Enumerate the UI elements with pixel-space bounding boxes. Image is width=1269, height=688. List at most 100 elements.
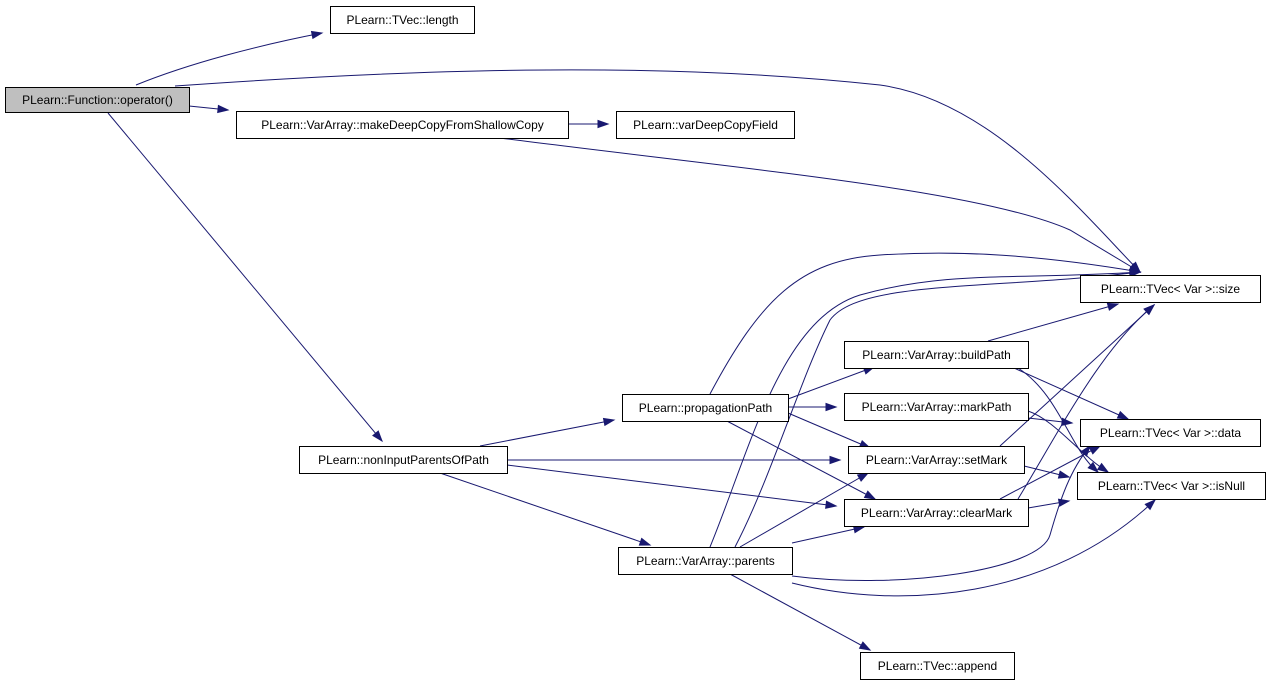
node-box	[622, 394, 789, 422]
node-label: PLearn::VarArray::setMark	[866, 453, 1008, 467]
node-label: PLearn::nonInputParentsOfPath	[318, 453, 489, 467]
node-label: PLearn::TVec< Var >::isNull	[1098, 479, 1245, 493]
node-box	[848, 446, 1025, 474]
edge-nipop-to-smark	[507, 455, 842, 465]
edge-line	[499, 137, 1141, 273]
edge-fn_op-to-nipop	[107, 112, 383, 443]
arrowhead-icon	[825, 402, 838, 412]
node-box	[618, 547, 793, 575]
edge-line	[987, 303, 1119, 342]
edge-line	[787, 412, 871, 449]
node-cmark[interactable]: PLearn::VarArray::clearMark	[844, 499, 1029, 527]
call-graph-nodes: PLearn::Function::operator()PLearn::TVec…	[5, 6, 1266, 680]
edge-bpath-to-size	[987, 302, 1120, 342]
edge-nipop-to-ppath	[479, 417, 616, 447]
edge-line	[107, 112, 383, 442]
node-mpath[interactable]: PLearn::VarArray::markPath	[844, 393, 1029, 421]
edge-line	[734, 271, 1141, 548]
edge-bpath-to-data	[1013, 367, 1130, 420]
edge-line	[1013, 367, 1129, 420]
arrowhead-icon	[310, 30, 324, 40]
node-ppath[interactable]: PLearn::propagationPath	[622, 394, 789, 422]
node-parents[interactable]: PLearn::VarArray::parents	[618, 547, 793, 575]
arrowhead-icon	[1116, 410, 1130, 420]
node-label: PLearn::TVec::length	[346, 13, 458, 27]
edge-parents-to-smark	[739, 472, 870, 548]
edge-line	[1027, 410, 1109, 473]
arrowhead-icon	[1144, 498, 1157, 511]
node-box	[616, 111, 795, 139]
node-label: PLearn::propagationPath	[639, 401, 772, 415]
node-box	[860, 652, 1015, 680]
node-bpath[interactable]: PLearn::VarArray::buildPath	[844, 341, 1029, 369]
node-box	[1077, 472, 1266, 500]
edge-line	[729, 573, 871, 651]
node-box	[330, 6, 475, 34]
arrowhead-icon	[1129, 269, 1142, 278]
node-tvec_len[interactable]: PLearn::TVec::length	[330, 6, 475, 34]
node-isnull[interactable]: PLearn::TVec< Var >::isNull	[1077, 472, 1266, 500]
edge-nipop-to-cmark	[506, 464, 838, 509]
node-smark[interactable]: PLearn::VarArray::setMark	[848, 446, 1025, 474]
edge-parents-to-cmark	[791, 525, 866, 544]
node-box	[844, 341, 1029, 369]
edge-line	[739, 472, 869, 548]
edge-line	[135, 32, 323, 86]
edge-line	[1017, 304, 1155, 500]
node-box	[299, 446, 508, 474]
arrowhead-icon	[372, 430, 383, 443]
edge-nipop-to-parents	[439, 472, 652, 546]
edge-cmark-to-isnull	[1027, 498, 1071, 509]
arrowhead-icon	[1057, 470, 1071, 479]
node-box	[844, 393, 1029, 421]
arrowhead-icon	[602, 417, 616, 427]
arrowhead-icon	[597, 119, 610, 129]
edge-parents-to-isnull	[791, 498, 1157, 597]
node-data[interactable]: PLearn::TVec< Var >::data	[1080, 419, 1261, 447]
edge-parents-to-mpath	[734, 269, 1142, 548]
arrowhead-icon	[1087, 461, 1100, 474]
arrowhead-icon	[858, 641, 872, 651]
arrowhead-icon	[856, 472, 870, 482]
node-size[interactable]: PLearn::TVec< Var >::size	[1080, 275, 1261, 303]
node-label: PLearn::TVec< Var >::data	[1100, 426, 1242, 440]
node-nipop[interactable]: PLearn::nonInputParentsOfPath	[299, 446, 508, 474]
edge-line	[787, 366, 875, 400]
node-mdc[interactable]: PLearn::VarArray::makeDeepCopyFromShallo…	[236, 111, 569, 139]
node-box	[5, 87, 190, 113]
edge-ppath-to-size	[709, 252, 1142, 395]
edge-cmark-to-size	[1017, 304, 1156, 500]
node-label: PLearn::TVec< Var >::size	[1101, 282, 1241, 296]
arrowhead-icon	[829, 455, 842, 465]
node-box	[1080, 419, 1261, 447]
edge-parents-to-data	[791, 444, 1091, 581]
arrowhead-icon	[863, 490, 877, 500]
edge-line	[791, 445, 1091, 581]
node-label: PLearn::Function::operator()	[22, 93, 173, 107]
arrowhead-icon	[1106, 302, 1120, 311]
edge-mpath-to-isnull	[1027, 410, 1110, 473]
node-box	[1080, 275, 1261, 303]
edge-mdc-to-size	[499, 137, 1142, 273]
arrowhead-icon	[1088, 445, 1102, 455]
edge-fn_op-to-tvec_len	[135, 30, 324, 86]
edge-line	[479, 419, 615, 447]
node-vdcf[interactable]: PLearn::varDeepCopyField	[616, 111, 795, 139]
node-label: PLearn::VarArray::buildPath	[862, 348, 1011, 362]
arrowhead-icon	[638, 537, 652, 546]
arrowhead-icon	[217, 104, 230, 114]
node-box	[844, 499, 1029, 527]
node-label: PLearn::varDeepCopyField	[633, 118, 778, 132]
node-label: PLearn::TVec::append	[878, 659, 997, 673]
node-fn_op[interactable]: PLearn::Function::operator()	[5, 87, 190, 113]
edge-fn_op-to-size	[174, 69, 1142, 274]
arrowhead-icon	[1143, 304, 1156, 316]
node-box	[236, 111, 569, 139]
node-label: PLearn::VarArray::clearMark	[861, 506, 1013, 520]
arrowhead-icon	[1080, 444, 1091, 457]
node-append[interactable]: PLearn::TVec::append	[860, 652, 1015, 680]
node-label: PLearn::VarArray::markPath	[862, 400, 1012, 414]
edge-line	[791, 526, 865, 544]
edge-line	[709, 252, 1141, 395]
